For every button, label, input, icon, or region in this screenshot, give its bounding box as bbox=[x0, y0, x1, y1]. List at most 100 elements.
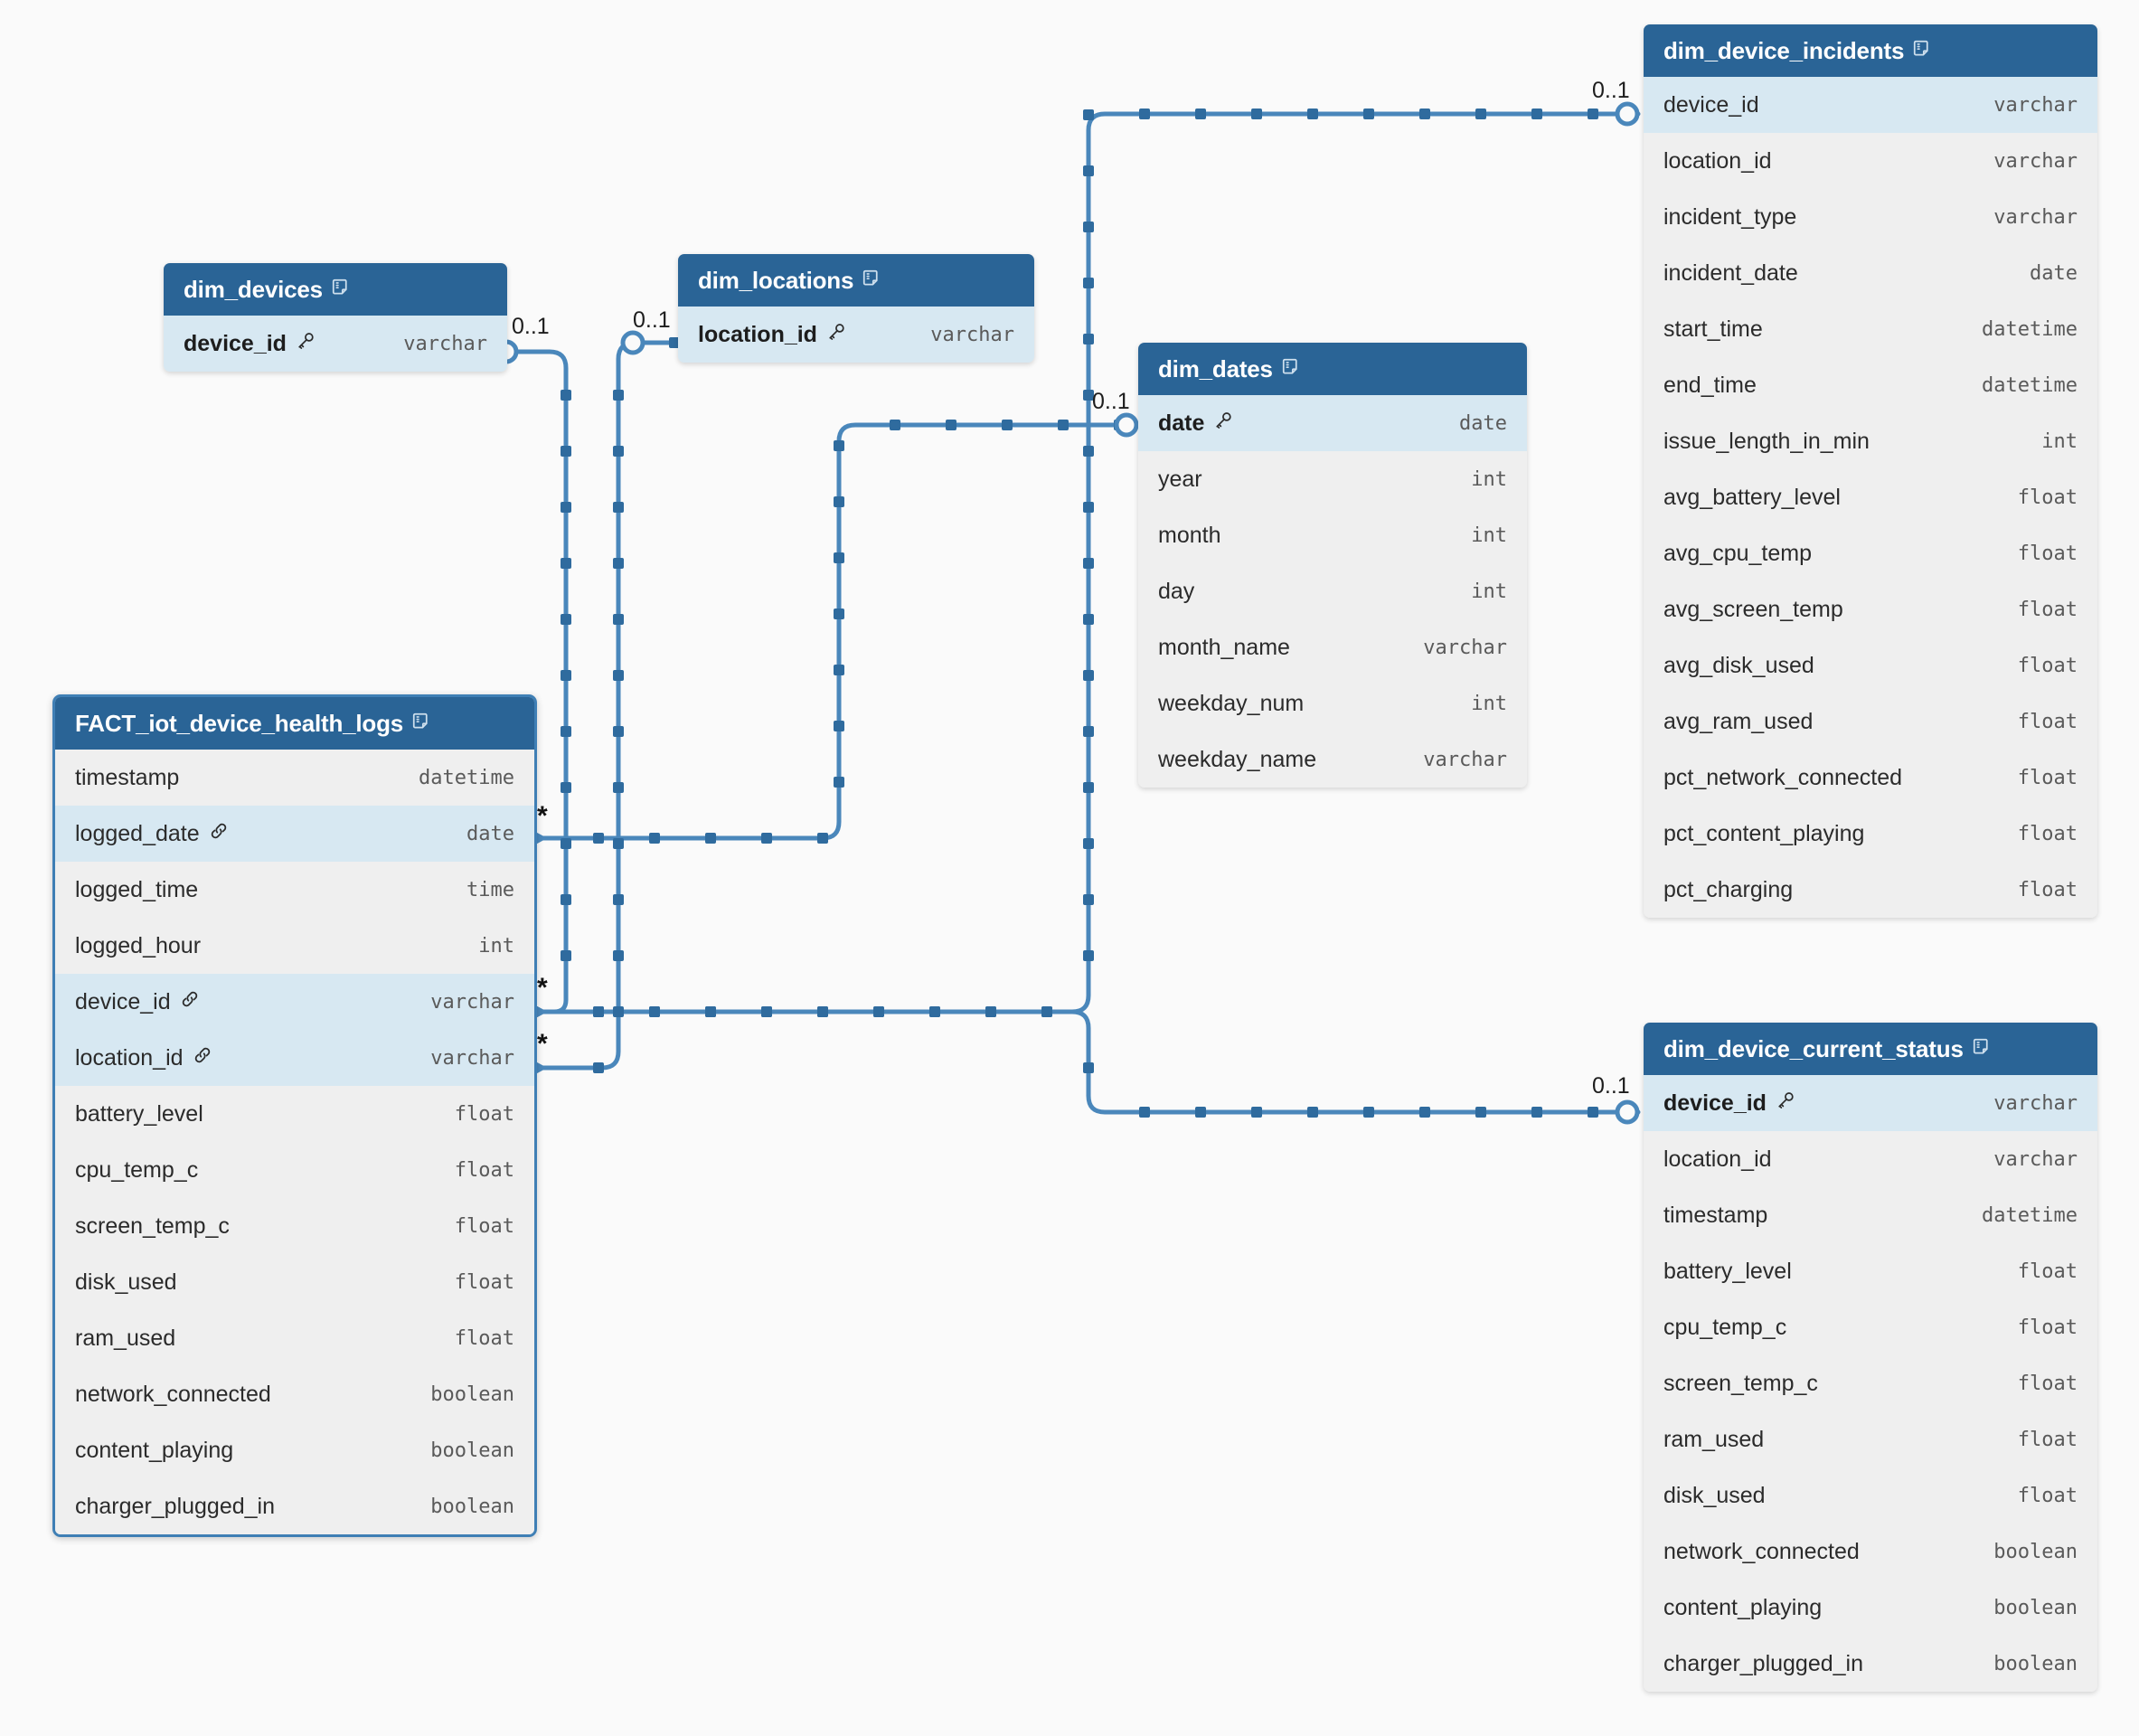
note-icon[interactable] bbox=[1913, 37, 1932, 65]
link-icon bbox=[193, 1045, 212, 1071]
table-header-FACT_iot_device_health_logs[interactable]: FACT_iot_device_health_logs bbox=[55, 697, 534, 750]
column-row-screen_temp_c[interactable]: screen_temp_c float bbox=[55, 1198, 534, 1254]
column-type: float bbox=[454, 1214, 514, 1238]
table-title: dim_locations bbox=[698, 266, 854, 294]
table-card-dim_devices[interactable]: dim_devices device_id varchar bbox=[164, 263, 507, 372]
column-name: year bbox=[1158, 466, 1202, 492]
table-header-dim_dates[interactable]: dim_dates bbox=[1138, 343, 1527, 395]
key-icon bbox=[826, 322, 846, 348]
column-name-cell: content_playing bbox=[75, 1438, 233, 1464]
column-name: month bbox=[1158, 522, 1221, 548]
note-icon[interactable] bbox=[1282, 355, 1301, 383]
column-type: float bbox=[2017, 822, 2078, 845]
note-icon[interactable] bbox=[1973, 1035, 1992, 1063]
column-name: timestamp bbox=[1663, 1202, 1768, 1228]
table-header-dim_locations[interactable]: dim_locations bbox=[678, 254, 1034, 307]
column-type: int bbox=[1471, 580, 1507, 603]
column-name: location_id bbox=[698, 321, 817, 347]
table-header-dim_device_current_status[interactable]: dim_device_current_status bbox=[1644, 1023, 2097, 1075]
column-type: varchar bbox=[1993, 149, 2078, 173]
column-name-cell: avg_battery_level bbox=[1663, 485, 1841, 511]
column-type: time bbox=[466, 878, 514, 901]
column-type: datetime bbox=[1982, 317, 2078, 341]
note-icon[interactable] bbox=[412, 710, 431, 738]
column-type: datetime bbox=[1982, 373, 2078, 397]
column-name: content_playing bbox=[75, 1437, 234, 1463]
column-type: varchar bbox=[430, 1046, 514, 1070]
column-name-cell: disk_used bbox=[75, 1269, 177, 1296]
column-type: float bbox=[2017, 1484, 2078, 1507]
note-icon[interactable] bbox=[862, 267, 881, 295]
note-icon[interactable] bbox=[332, 276, 351, 304]
column-row-device_id[interactable]: device_id varchar bbox=[164, 316, 507, 372]
column-name-cell: battery_level bbox=[1663, 1259, 1792, 1285]
column-type: datetime bbox=[1982, 1203, 2078, 1227]
table-title: FACT_iot_device_health_logs bbox=[75, 709, 404, 737]
column-name-cell: pct_charging bbox=[1663, 877, 1793, 903]
table-header-dim_device_incidents[interactable]: dim_device_incidents bbox=[1644, 24, 2097, 77]
column-type: int bbox=[478, 934, 514, 958]
column-name: battery_level bbox=[75, 1100, 203, 1127]
column-name: device_id bbox=[184, 330, 287, 356]
column-type: varchar bbox=[403, 332, 487, 355]
column-name-cell: location_id bbox=[698, 322, 846, 348]
column-name: screen_temp_c bbox=[75, 1212, 230, 1239]
table-header-dim_devices[interactable]: dim_devices bbox=[164, 263, 507, 316]
column-type: varchar bbox=[1423, 636, 1507, 659]
column-row-timestamp[interactable]: timestamp datetime bbox=[1644, 1187, 2097, 1243]
column-type: varchar bbox=[1993, 205, 2078, 229]
